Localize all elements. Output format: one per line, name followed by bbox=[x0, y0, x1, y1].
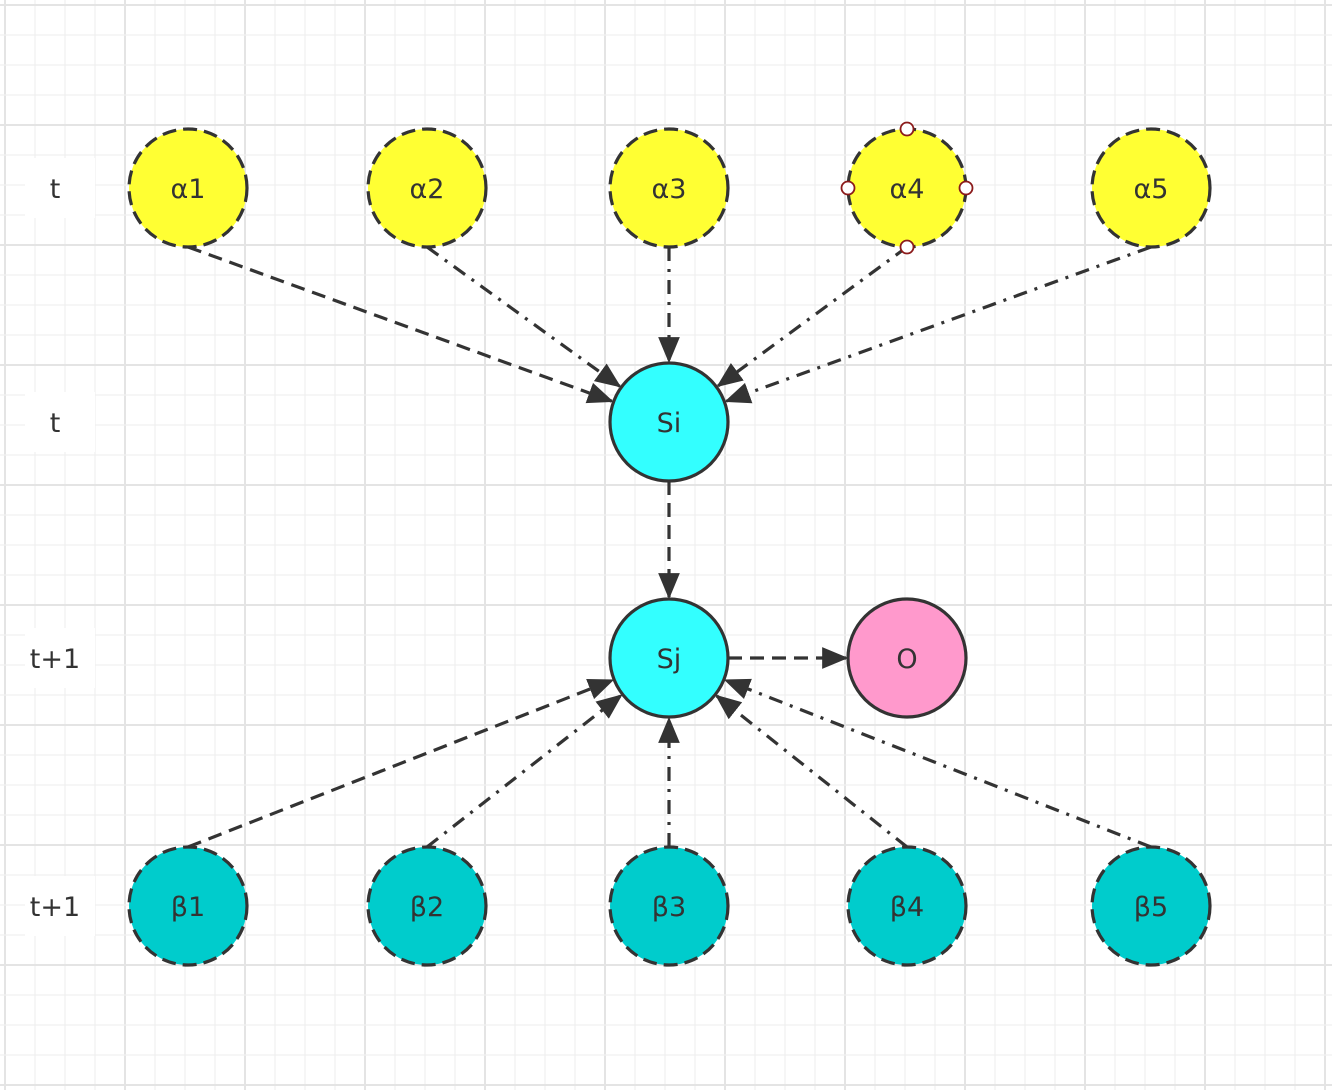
node-a2[interactable]: α2 bbox=[366, 127, 488, 249]
edge-a2-to-si[interactable] bbox=[426, 245, 622, 388]
edge-a1-to-si[interactable] bbox=[187, 245, 614, 404]
node-circle[interactable] bbox=[846, 597, 968, 719]
row-label-text: t+1 bbox=[30, 892, 80, 923]
node-circle[interactable] bbox=[846, 845, 968, 967]
node-b1[interactable]: β1 bbox=[127, 845, 249, 967]
node-label: α4 bbox=[890, 174, 925, 205]
node-label: β2 bbox=[410, 892, 444, 923]
node-circle[interactable] bbox=[608, 597, 730, 719]
row-label-background bbox=[25, 628, 95, 688]
node-circle[interactable] bbox=[127, 845, 249, 967]
node-b5[interactable]: β5 bbox=[1090, 845, 1212, 967]
row-label-text: t bbox=[50, 408, 61, 439]
node-label: α1 bbox=[171, 174, 206, 205]
row-label-si: t bbox=[25, 392, 95, 452]
node-si[interactable]: Si bbox=[608, 361, 730, 483]
node-a3[interactable]: α3 bbox=[608, 127, 730, 249]
selection-handles bbox=[840, 121, 974, 255]
node-label: Si bbox=[657, 408, 682, 439]
row-label-sj: t+1 bbox=[25, 628, 95, 688]
row-label-text: t bbox=[50, 174, 61, 205]
row-label-background bbox=[25, 392, 95, 452]
node-circle[interactable] bbox=[366, 845, 488, 967]
edge-b5-to-sj[interactable] bbox=[723, 678, 1152, 849]
node-o[interactable]: O bbox=[846, 597, 968, 719]
node-label: O bbox=[896, 644, 917, 675]
node-a4[interactable]: α4 bbox=[846, 127, 968, 249]
node-label: β1 bbox=[171, 892, 205, 923]
row-label-alpha: t bbox=[25, 158, 95, 218]
connection-handle-bottom[interactable] bbox=[899, 239, 915, 255]
node-label: α5 bbox=[1134, 174, 1169, 205]
edge-a4-to-si[interactable] bbox=[716, 245, 908, 388]
node-circle[interactable] bbox=[366, 127, 488, 249]
edge-b4-to-sj[interactable] bbox=[715, 694, 908, 849]
row-label-beta: t+1 bbox=[25, 876, 95, 936]
connection-handle-right[interactable] bbox=[958, 180, 974, 196]
connection-handle-left[interactable] bbox=[840, 180, 856, 196]
edge-b2-to-sj[interactable] bbox=[426, 694, 623, 849]
row-label-background bbox=[25, 876, 95, 936]
node-label: Sj bbox=[657, 644, 682, 675]
node-sj[interactable]: Sj bbox=[608, 597, 730, 719]
node-label: α3 bbox=[652, 174, 687, 205]
edge-b1-to-sj[interactable] bbox=[187, 678, 615, 849]
node-a5[interactable]: α5 bbox=[1090, 127, 1212, 249]
node-label: β3 bbox=[652, 892, 686, 923]
node-b4[interactable]: β4 bbox=[846, 845, 968, 967]
node-label: β5 bbox=[1134, 892, 1168, 923]
row-label-text: t+1 bbox=[30, 644, 80, 675]
row-labels: t t t+1 t+1 bbox=[25, 158, 95, 936]
node-a1[interactable]: α1 bbox=[127, 127, 249, 249]
node-circle[interactable] bbox=[1090, 845, 1212, 967]
edge-a5-to-si[interactable] bbox=[724, 245, 1152, 404]
node-circle[interactable] bbox=[127, 127, 249, 249]
connection-handle-top[interactable] bbox=[899, 121, 915, 137]
node-label: β4 bbox=[890, 892, 924, 923]
node-circle[interactable] bbox=[608, 845, 730, 967]
node-circle[interactable] bbox=[1090, 127, 1212, 249]
node-circle[interactable] bbox=[608, 361, 730, 483]
node-b3[interactable]: β3 bbox=[608, 845, 730, 967]
node-label: α2 bbox=[410, 174, 445, 205]
node-circle[interactable] bbox=[608, 127, 730, 249]
edges bbox=[187, 245, 1152, 849]
row-label-background bbox=[25, 158, 95, 218]
node-b2[interactable]: β2 bbox=[366, 845, 488, 967]
